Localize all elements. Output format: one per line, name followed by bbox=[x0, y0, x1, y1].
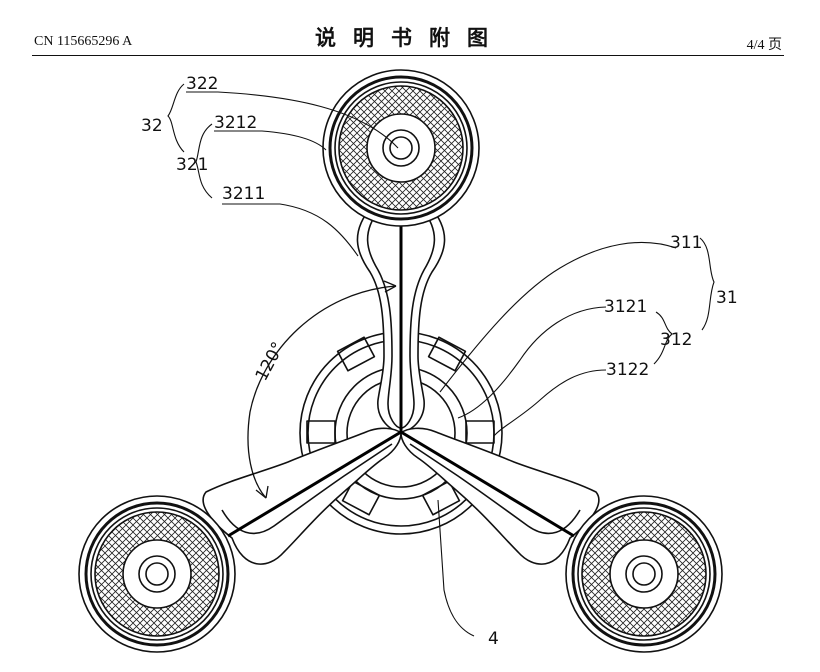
leader-lines bbox=[167, 83, 715, 637]
page-title: 说明书附图 bbox=[315, 25, 505, 50]
wheel-right bbox=[565, 495, 723, 653]
label-angle: 120° bbox=[252, 339, 289, 385]
label-3211: 3211 bbox=[222, 184, 265, 204]
label-312: 312 bbox=[660, 330, 692, 350]
label-31: 31 bbox=[716, 288, 738, 308]
label-4: 4 bbox=[488, 629, 499, 649]
label-3122: 3122 bbox=[606, 360, 649, 380]
arm-right-inner bbox=[409, 443, 581, 535]
wheel-left bbox=[78, 495, 236, 653]
page-number: 4/4 页 bbox=[746, 38, 782, 53]
label-321: 321 bbox=[176, 155, 208, 175]
wheel-top bbox=[322, 69, 480, 227]
label-311: 311 bbox=[670, 233, 702, 253]
header-rule bbox=[32, 55, 784, 56]
label-3212: 3212 bbox=[214, 113, 257, 133]
arm-left-inner bbox=[221, 443, 393, 535]
angle-dimension bbox=[247, 280, 397, 499]
radial-lines bbox=[227, 226, 575, 538]
document-number: CN 115665296 A bbox=[34, 34, 133, 49]
label-32: 32 bbox=[141, 116, 163, 136]
label-322: 322 bbox=[186, 74, 218, 94]
label-3121: 3121 bbox=[604, 297, 647, 317]
